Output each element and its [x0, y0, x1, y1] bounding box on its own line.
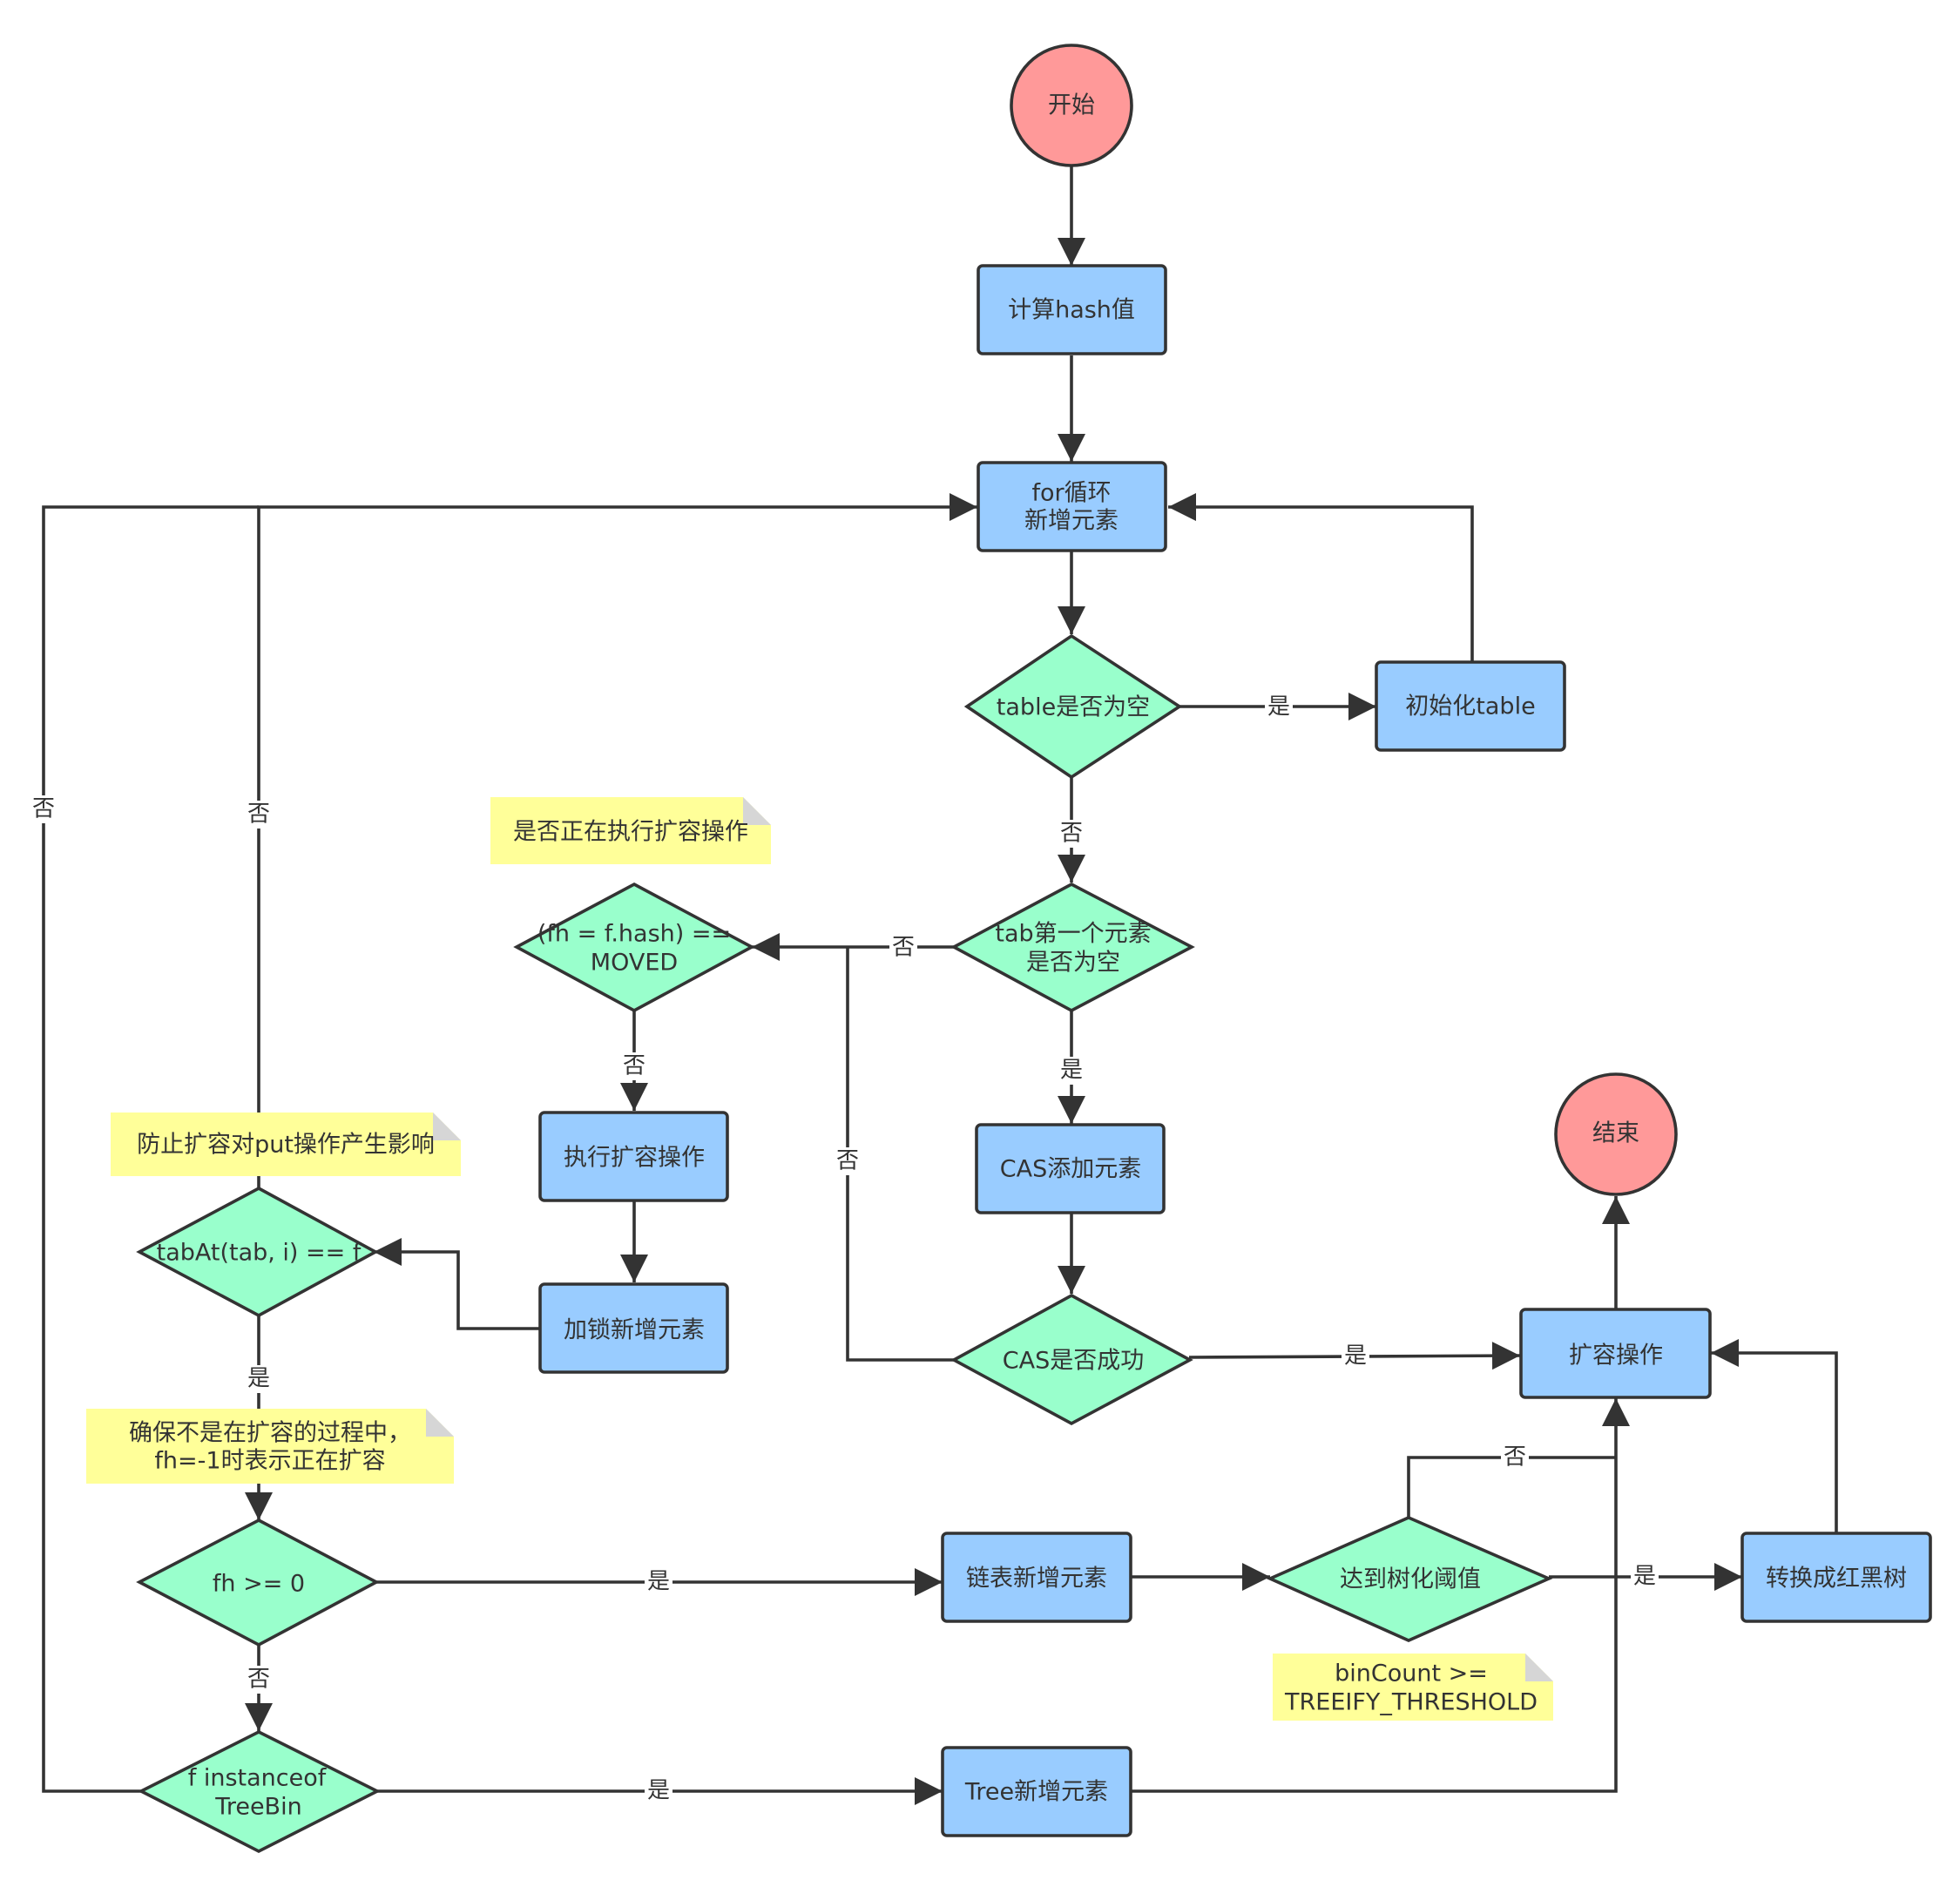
do-resize-label: 执行扩容操作	[564, 1145, 705, 1172]
cas-success-label: CAS是否成功	[1003, 1348, 1144, 1375]
note-prevent-resize: 防止扩容对put操作产生影响	[111, 1113, 461, 1176]
label-no-first-elem: 否	[892, 935, 915, 961]
label-yes-threshold: 是	[1633, 1564, 1656, 1590]
lock-add-label: 加锁新增元素	[564, 1317, 705, 1344]
treeify-threshold-decision: 达到树化阈值	[1266, 1516, 1553, 1642]
label-no-moved: 否	[623, 1053, 645, 1079]
note-check-resizing: 是否正在执行扩容操作	[490, 797, 771, 864]
compute-hash-label: 计算hash值	[1008, 297, 1135, 324]
fh-ge-0-label: fh >= 0	[213, 1571, 305, 1598]
note-bincount-line-2: TREEIFY_THRESHOLD	[1284, 1689, 1538, 1716]
first-elem-label-2: 是否为空	[1026, 950, 1120, 977]
tabat-eq-f-label: tabAt(tab, i) == f	[157, 1240, 362, 1267]
start-node: 开始	[1010, 44, 1133, 167]
label-yes-tabat: 是	[247, 1366, 270, 1392]
lock-add-box: 加锁新增元素	[538, 1282, 729, 1374]
edge-rbtree-to-resize	[1711, 1339, 1838, 1533]
for-loop-label-2: 新增元素	[1024, 508, 1119, 535]
label-no-cas-success: 否	[836, 1148, 859, 1174]
label-yes-first-elem: 是	[1060, 1058, 1083, 1084]
label-yes-table-empty: 是	[1267, 694, 1290, 720]
fh-ge-0-decision: fh >= 0	[136, 1518, 380, 1647]
compute-hash-box: 计算hash值	[977, 264, 1167, 355]
note-ensure-line-1: 确保不是在扩容的过程中，	[129, 1420, 411, 1447]
tabat-eq-f-decision: tabAt(tab, i) == f	[136, 1186, 379, 1318]
init-table-box: 初始化table	[1375, 660, 1566, 752]
instanceof-label-1: f instanceof	[188, 1765, 328, 1792]
tree-add-label: Tree新增元素	[964, 1779, 1108, 1806]
instanceof-label-2: TreeBin	[214, 1794, 301, 1821]
first-elem-label-1: tab第一个元素	[995, 921, 1151, 948]
resize-label: 扩容操作	[1569, 1343, 1663, 1370]
to-rbtree-box: 转换成红黑树	[1740, 1532, 1932, 1623]
label-no-tabat: 否	[247, 801, 270, 828]
do-resize-box: 执行扩容操作	[538, 1111, 729, 1202]
label-no-fh-ge-0: 否	[247, 1667, 270, 1693]
fh-moved-label-1: (fh = f.hash) ==	[537, 921, 731, 948]
label-yes-fh-ge-0: 是	[647, 1569, 670, 1595]
note-bincount-line-1: binCount >=	[1335, 1660, 1488, 1687]
label-yes-instanceof: 是	[647, 1778, 670, 1804]
edge-tree-add-to-resize	[1131, 1398, 1630, 1793]
resize-box: 扩容操作	[1519, 1308, 1712, 1399]
init-table-label: 初始化table	[1405, 693, 1535, 720]
end-node: 结束	[1554, 1072, 1678, 1196]
end-node-label: 结束	[1592, 1120, 1639, 1147]
note-bincount: binCount >= TREEIFY_THRESHOLD	[1273, 1654, 1553, 1721]
list-add-box: 链表新增元素	[941, 1532, 1132, 1623]
note-prevent-resize-text: 防止扩容对put操作产生影响	[137, 1132, 435, 1159]
to-rbtree-label: 转换成红黑树	[1766, 1566, 1907, 1593]
cas-add-label: CAS添加元素	[1000, 1156, 1141, 1183]
table-empty-label: table是否为空	[997, 694, 1150, 721]
note-check-resizing-text: 是否正在执行扩容操作	[513, 819, 748, 846]
for-loop-label-1: for循环	[1031, 480, 1111, 507]
label-yes-cas-success: 是	[1344, 1343, 1367, 1370]
cas-success-decision: CAS是否成功	[950, 1293, 1193, 1426]
fh-moved-label-2: MOVED	[591, 950, 678, 977]
edge-labels: 是 否 否 是 否 是 否 否 否 是 是 否 否 是 是	[30, 693, 1659, 1805]
table-empty-decision: table是否为空	[963, 633, 1183, 780]
first-elem-empty-decision: tab第一个元素 是否为空	[950, 882, 1195, 1013]
edge-init-to-for	[1168, 493, 1474, 662]
label-no-instanceof: 否	[32, 796, 55, 822]
edge-instanceof-no	[42, 505, 259, 1793]
fh-moved-decision: (fh = f.hash) == MOVED	[513, 882, 755, 1013]
edge-cas-success-no	[846, 947, 954, 1362]
list-add-label: 链表新增元素	[966, 1566, 1107, 1593]
note-ensure-line-2: fh=-1时表示正在扩容	[154, 1448, 385, 1475]
treeify-threshold-label: 达到树化阈值	[1340, 1566, 1481, 1593]
start-node-label: 开始	[1048, 92, 1095, 119]
cas-add-box: CAS添加元素	[975, 1123, 1166, 1214]
for-loop-box: for循环 新增元素	[977, 461, 1167, 552]
tree-add-box: Tree新增元素	[941, 1746, 1132, 1837]
edge-lock-to-tabat	[374, 1238, 540, 1330]
label-no-table-empty: 否	[1060, 821, 1083, 847]
label-no-threshold: 否	[1504, 1444, 1526, 1471]
edge-threshold-no	[1407, 1456, 1616, 1518]
note-ensure-not-resizing: 确保不是在扩容的过程中， fh=-1时表示正在扩容	[86, 1409, 454, 1484]
instanceof-treebin-decision: f instanceof TreeBin	[138, 1729, 382, 1854]
